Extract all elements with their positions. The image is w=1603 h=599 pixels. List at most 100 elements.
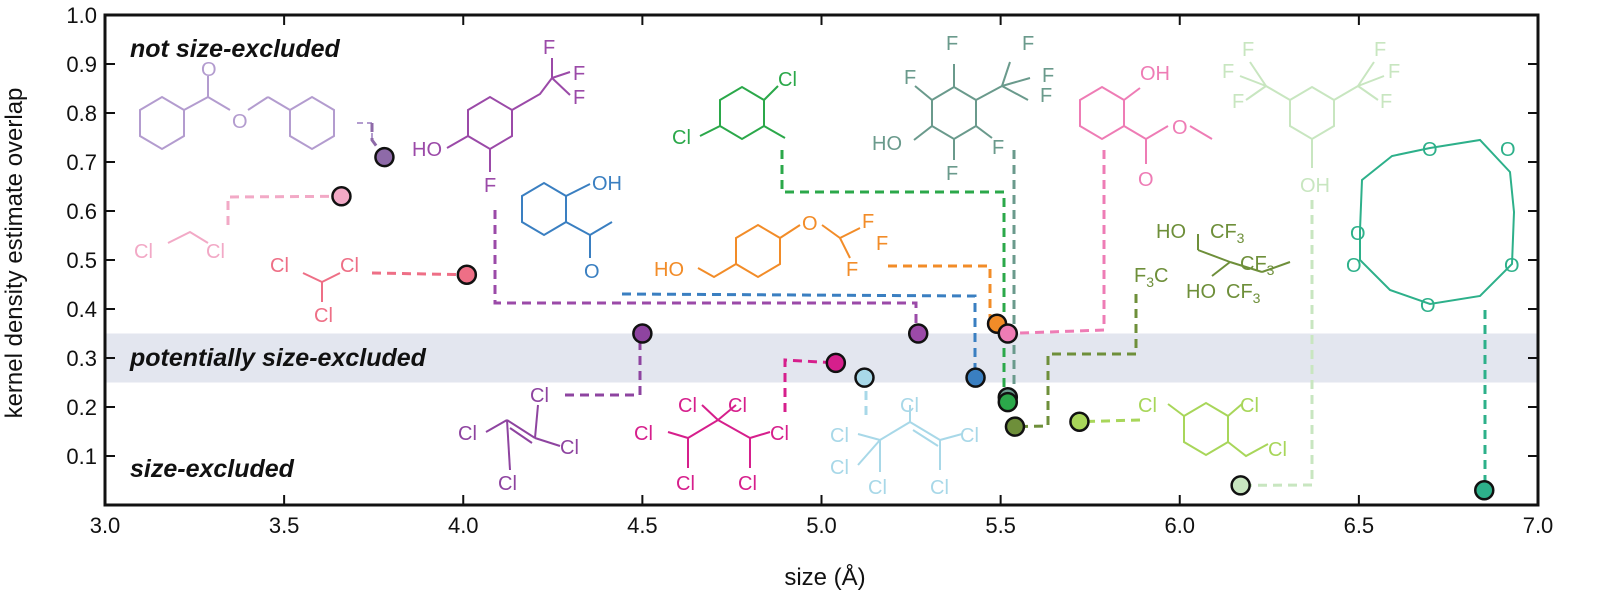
y-axis-ticks: 0.10.20.30.40.50.60.70.80.91.0 [66,3,1538,469]
connector-line [226,194,342,225]
atom-label: HO [872,133,902,155]
atom-label: F [846,259,858,281]
atom-label: F [992,137,1004,159]
x-tick-label: 7.0 [1523,513,1554,538]
atom-label: F [946,163,958,185]
atom-label: Cl [770,423,789,445]
data-point [854,367,875,388]
x-axis-title: size (Å) [784,563,865,591]
atom-label: F [1040,85,1052,107]
atom-label-cf3: CF3 [1210,221,1245,246]
data-point [456,264,478,285]
connector-line [621,292,977,378]
data-point [997,391,1019,413]
connector-line [780,150,1006,403]
atom-label: F [862,211,874,233]
data-points [331,146,1495,501]
atom-label: Cl [530,385,549,407]
y-tick-label: 0.4 [66,297,97,322]
data-point [331,186,352,207]
atom-label-part: 3 [1146,274,1154,290]
data-point [965,367,986,388]
atom-label-part: F [1134,265,1146,287]
data-point [907,323,929,344]
atom-label: O [1504,255,1520,277]
molecule-pentachloropropane [667,404,771,468]
atom-label-part: 3 [1237,230,1245,246]
region-label-bottom: size-excluded [130,455,295,483]
atom-label: Cl [270,255,289,277]
atom-label: F [543,37,555,59]
molecule-hydroxyacetophenone [521,181,613,258]
atom-label: Cl [1240,395,1259,417]
atom-label: Cl [1138,395,1157,417]
molecule-benzyl-benzoate [139,76,373,151]
connector-line [783,358,836,412]
atom-label: F [876,233,888,255]
atom-label: HO [412,139,442,161]
atom-label: O [1422,139,1438,161]
atom-label: O [232,111,248,133]
atom-label: HO [1156,221,1186,243]
y-tick-label: 0.5 [66,248,97,273]
atom-label: OH [1140,63,1170,85]
atom-label-part: CF [1240,253,1267,275]
atom-label-part: CF [1226,281,1253,303]
atom-label: F [946,33,958,55]
data-point [1230,475,1251,496]
y-tick-label: 0.7 [66,150,97,175]
atom-label-part: 3 [1253,290,1261,306]
atom-label-cf3: CF3 [1226,281,1261,306]
y-tick-label: 0.1 [66,444,97,469]
atom-label: OH [1300,175,1330,197]
molecule-structures [139,58,1516,472]
molecule-dichlorotoluene [699,85,786,141]
connector-line [565,333,642,397]
atom-label: F [904,67,916,89]
atom-label: Cl [868,477,887,499]
x-tick-label: 3.0 [90,513,121,538]
x-tick-label: 6.0 [1164,513,1195,538]
connector-line [1240,200,1314,487]
connector-line [493,210,918,334]
atom-label: O [1350,223,1366,245]
atom-label: F [1222,61,1234,83]
connector-line [888,264,992,324]
atom-label: Cl [560,437,579,459]
x-tick-label: 3.5 [269,513,300,538]
dashed-connectors [226,123,1487,491]
data-point [1004,416,1026,437]
atom-label: Cl [960,425,979,447]
data-point [374,146,395,168]
data-point [825,352,847,374]
atom-label: F [1232,91,1244,113]
atom-label: F [484,175,496,197]
atom-label: Cl [134,241,153,263]
atom-label: Cl [778,69,797,91]
connector-line [1007,150,1106,335]
atom-label: O [802,213,818,235]
atom-label: OH [592,173,622,195]
x-tick-label: 4.0 [448,513,479,538]
y-tick-label: 0.8 [66,101,97,126]
atom-label: F [1042,65,1054,87]
atom-label-cf3: F3C [1134,265,1168,290]
atom-label: O [1500,139,1516,161]
molecule-trifluoromethoxy-benzyl-alcohol [697,223,861,279]
atom-label: F [573,63,585,85]
data-point [1069,411,1090,432]
atom-label-part: 3 [1267,262,1275,278]
atom-label: Cl [206,241,225,263]
atom-label: O [201,59,217,81]
x-tick-label: 6.5 [1344,513,1375,538]
molecule-chloroform [302,272,341,302]
atom-label: Cl [314,305,333,327]
atom-label: Cl [930,477,949,499]
connector-line [371,271,467,277]
atom-label: F [1022,33,1034,55]
atom-label: F [1388,61,1400,83]
molecule-bis-trifluoromethyl-phenol [1239,61,1385,168]
atom-label: Cl [458,423,477,445]
region-label-top: not size-excluded [130,35,340,63]
